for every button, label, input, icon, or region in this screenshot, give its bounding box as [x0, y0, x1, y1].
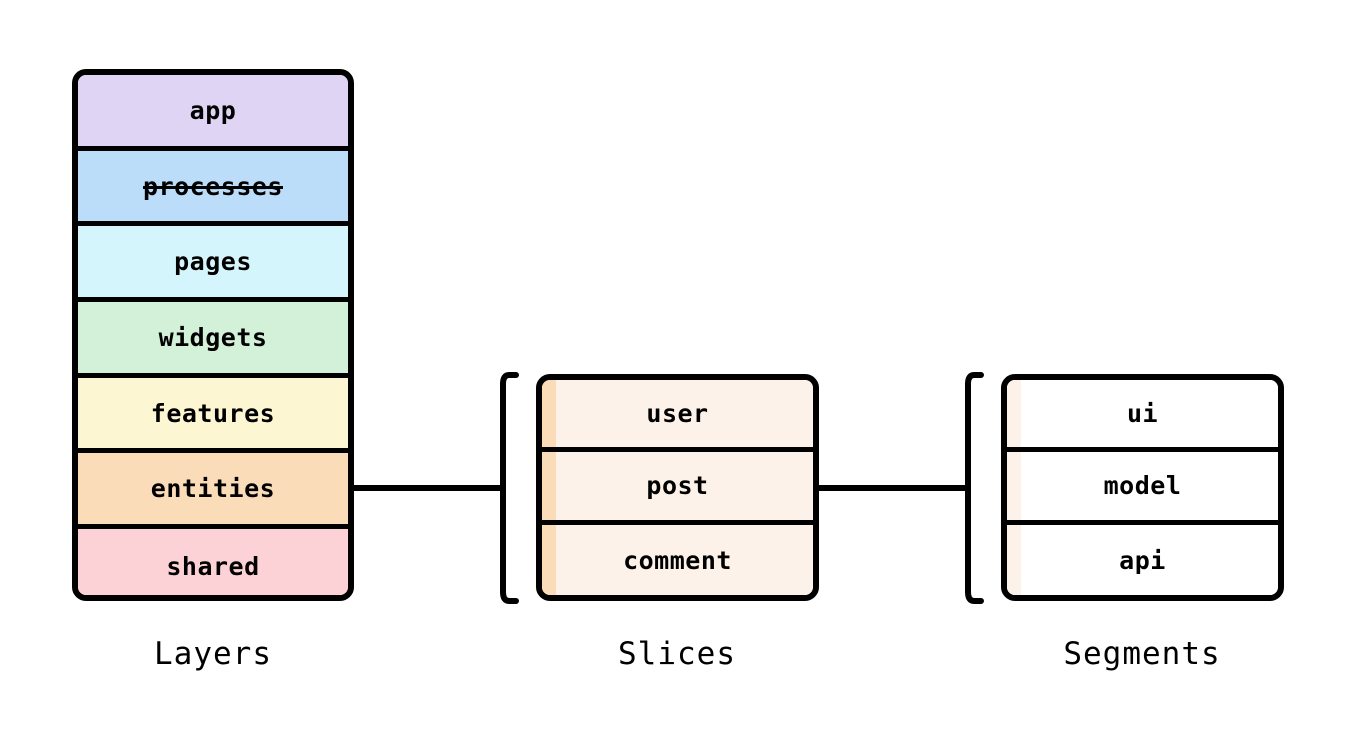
segment-label-ui: ui	[1126, 399, 1159, 429]
segment-accent-stripe	[1007, 380, 1021, 448]
segment-row-model[interactable]: model	[1007, 452, 1278, 525]
layer-label-app: app	[189, 95, 237, 125]
layer-label-pages: pages	[174, 247, 252, 277]
segment-row-ui[interactable]: ui	[1007, 380, 1278, 453]
layer-label-widgets: widgets	[158, 322, 268, 352]
caption-segments: Segments	[1063, 636, 1221, 672]
slice-row-user[interactable]: user	[542, 380, 813, 453]
slices-bracket-icon	[494, 370, 520, 606]
layer-label-shared: shared	[166, 552, 260, 582]
layer-row-features[interactable]: features	[78, 377, 348, 454]
layer-row-app[interactable]: app	[78, 75, 348, 151]
slice-label-post: post	[646, 471, 709, 501]
slice-accent-stripe	[542, 524, 556, 595]
slice-accent-stripe	[542, 380, 556, 448]
layer-label-processes: processes	[143, 171, 283, 201]
caption-slices: Slices	[618, 636, 736, 672]
caption-layers: Layers	[154, 636, 272, 672]
layer-row-processes[interactable]: processes	[78, 150, 348, 227]
segment-label-api: api	[1119, 546, 1166, 576]
slices-group: user post comment	[536, 374, 819, 601]
layer-label-features: features	[150, 398, 276, 428]
segments-group: ui model api	[1001, 374, 1284, 601]
layer-row-widgets[interactable]: widgets	[78, 302, 348, 378]
slice-row-post[interactable]: post	[542, 452, 813, 525]
slice-row-comment[interactable]: comment	[542, 524, 813, 595]
layer-row-shared[interactable]: shared	[78, 529, 348, 595]
slice-label-user: user	[646, 399, 709, 429]
connector-slices-to-segments	[817, 485, 967, 491]
layer-label-entities: entities	[150, 474, 276, 504]
segment-accent-stripe	[1007, 524, 1021, 595]
segment-label-model: model	[1103, 471, 1182, 501]
connector-layers-to-slices	[352, 485, 502, 491]
segments-bracket-icon	[959, 370, 985, 606]
layers-group: app processes pages widgets features ent…	[72, 69, 354, 601]
layer-row-pages[interactable]: pages	[78, 226, 348, 303]
slice-accent-stripe	[542, 452, 556, 520]
segment-accent-stripe	[1007, 452, 1021, 520]
segment-row-api[interactable]: api	[1007, 524, 1278, 595]
slice-label-comment: comment	[623, 546, 732, 576]
layer-row-entities[interactable]: entities	[78, 453, 348, 530]
